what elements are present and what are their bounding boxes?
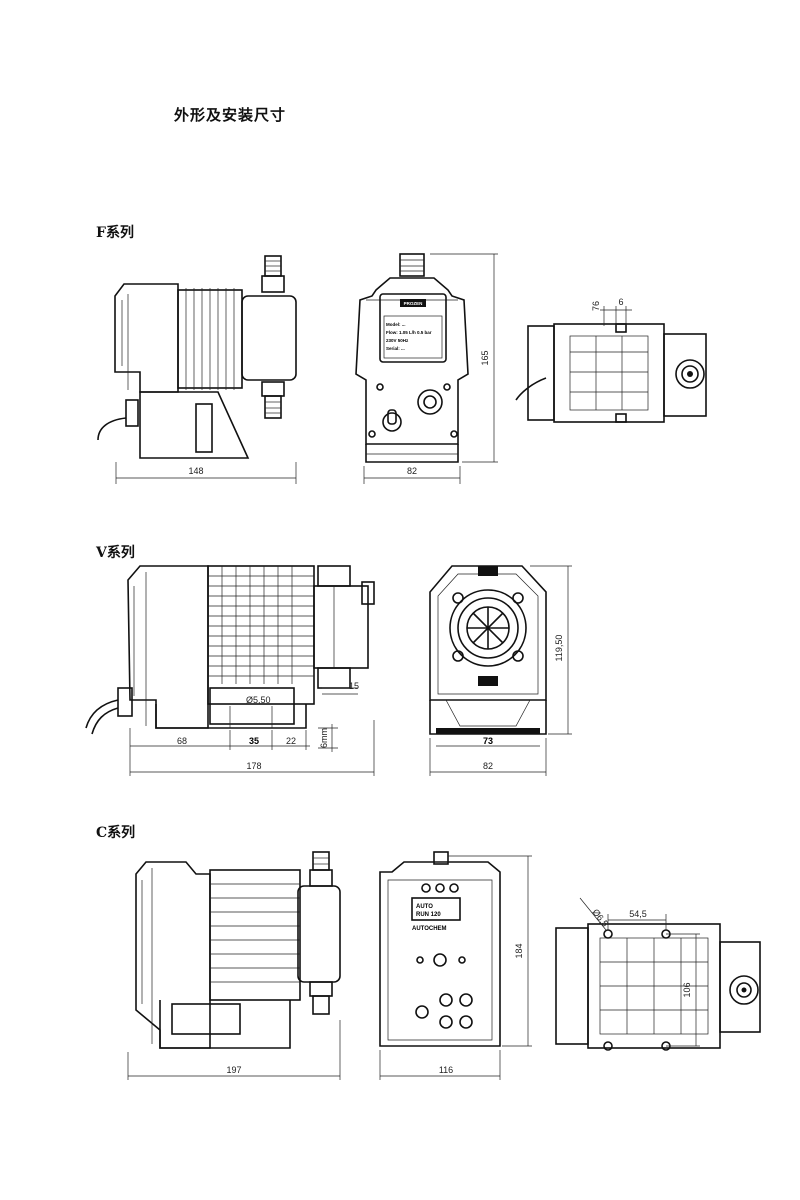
- f-side-width-dim: 148: [188, 466, 203, 476]
- f-front-view: PROZEN Model: ... Flow: 1.05 L/h 0.5 bar…: [355, 253, 498, 484]
- f-front-width-dim: 82: [407, 466, 417, 476]
- c-side-view: 197: [127, 851, 341, 1080]
- v-front-height-dim: 119,50: [554, 635, 564, 662]
- v-side-dim-height: 6mm: [319, 728, 329, 748]
- f-front-line-3: 230V 50Hz: [386, 338, 409, 343]
- f-front-brand: PROZEN: [404, 301, 423, 306]
- page-title: 外形及安装尺寸: [174, 106, 287, 124]
- c-front-display-line-1: AUTO: [416, 904, 433, 910]
- c-front-brand: AUTOCHEM: [412, 926, 447, 932]
- v-front-width-dim: 82: [483, 761, 493, 771]
- v-side-dim-left: 68: [177, 736, 187, 746]
- f-top-dim-b: 6: [618, 297, 623, 307]
- v-side-width-dim: 178: [246, 761, 261, 771]
- c-front-view: AUTO RUN 120 AUTOCHEM 116 184: [379, 851, 532, 1080]
- series-label-f: F系列: [96, 225, 134, 241]
- c-top-hole-dim: Ø6,5: [590, 907, 610, 929]
- c-side-width-dim: 197: [226, 1065, 241, 1075]
- v-front-view: 73 82 119,50: [429, 565, 572, 776]
- v-side-port-dim: 15: [349, 681, 359, 691]
- f-front-line-1: Model: ...: [386, 322, 406, 327]
- v-side-view: Ø5,50 15 68 35 22 6mm 178: [85, 565, 375, 776]
- c-top-view: Ø6,5 54,5 106: [555, 897, 761, 1051]
- v-side-hole-dim: Ø5,50: [246, 695, 271, 705]
- c-top-dim-a: 54,5: [629, 909, 647, 919]
- f-front-line-2: Flow: 1.05 L/h 0.5 bar: [386, 330, 432, 335]
- series-label-v: V系列: [96, 545, 135, 561]
- c-top-dim-b: 106: [682, 982, 692, 997]
- f-top-dim-a: 76: [591, 301, 601, 311]
- f-top-view: 76 6: [515, 297, 707, 423]
- f-front-height-dim: 165: [480, 350, 490, 365]
- c-front-display-line-2: RUN 120: [416, 912, 441, 918]
- f-side-view: 148: [97, 255, 297, 484]
- f-front-line-4: Serial: ...: [386, 346, 405, 351]
- v-side-dim-right: 22: [286, 736, 296, 746]
- c-front-height-dim: 184: [514, 943, 524, 958]
- v-side-dim-mid: 35: [249, 736, 259, 746]
- v-front-inner-width-dim: 73: [483, 736, 493, 746]
- series-label-c: C系列: [96, 825, 136, 841]
- c-front-width-dim: 116: [439, 1065, 453, 1075]
